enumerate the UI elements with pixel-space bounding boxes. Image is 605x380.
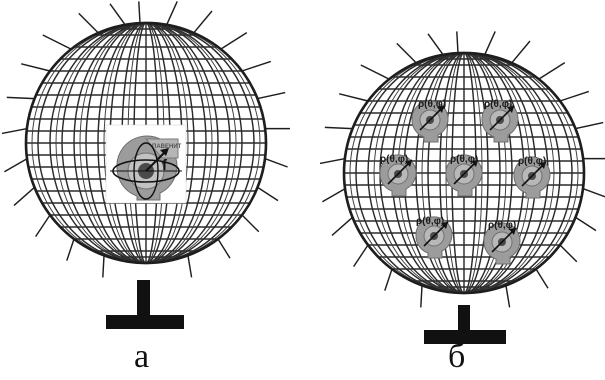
panel-a: ПАВЕНИТ f: [2, 1, 290, 329]
fan-insert-a: ПАВЕНИТ f: [106, 125, 186, 203]
stand-base-a: [106, 315, 184, 329]
panel-label-a: а: [134, 340, 149, 374]
stand-pole-a: [137, 280, 150, 318]
pattern-label: ρ(θ,φ): [416, 216, 444, 227]
pattern-label: ρ(θ,φ): [488, 220, 516, 231]
panel-label-b: б: [448, 340, 465, 374]
panel-b: ρ(θ,φ) ρ(θ,φ) ρ(θ,φ) ρ(θ,φ) ρ(θ,φ) ρ(θ,φ…: [320, 31, 605, 344]
pattern-label: ρ(θ,φ): [518, 156, 546, 167]
pattern-label: ρ(θ,φ): [450, 154, 478, 165]
fan-b-1: ρ(θ,φ): [412, 99, 448, 142]
stand-pole-b: [458, 305, 470, 333]
pattern-label: ρ(θ,φ): [380, 154, 408, 165]
pattern-label: ρ(θ,φ): [418, 99, 446, 110]
pattern-label: ρ(θ,φ): [484, 99, 512, 110]
fan-b-3: ρ(θ,φ): [380, 154, 416, 196]
fan-b-5: ρ(θ,φ): [514, 156, 550, 198]
